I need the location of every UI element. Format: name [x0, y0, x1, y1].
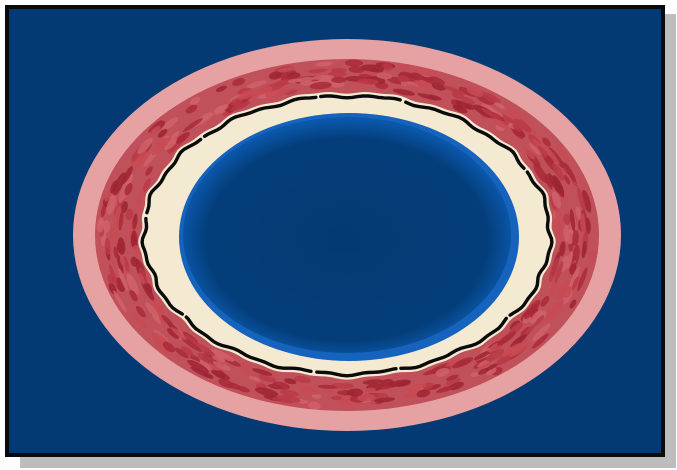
vessel-cross-section	[9, 9, 661, 453]
lumen	[183, 117, 511, 353]
diagram-frame	[5, 5, 665, 457]
